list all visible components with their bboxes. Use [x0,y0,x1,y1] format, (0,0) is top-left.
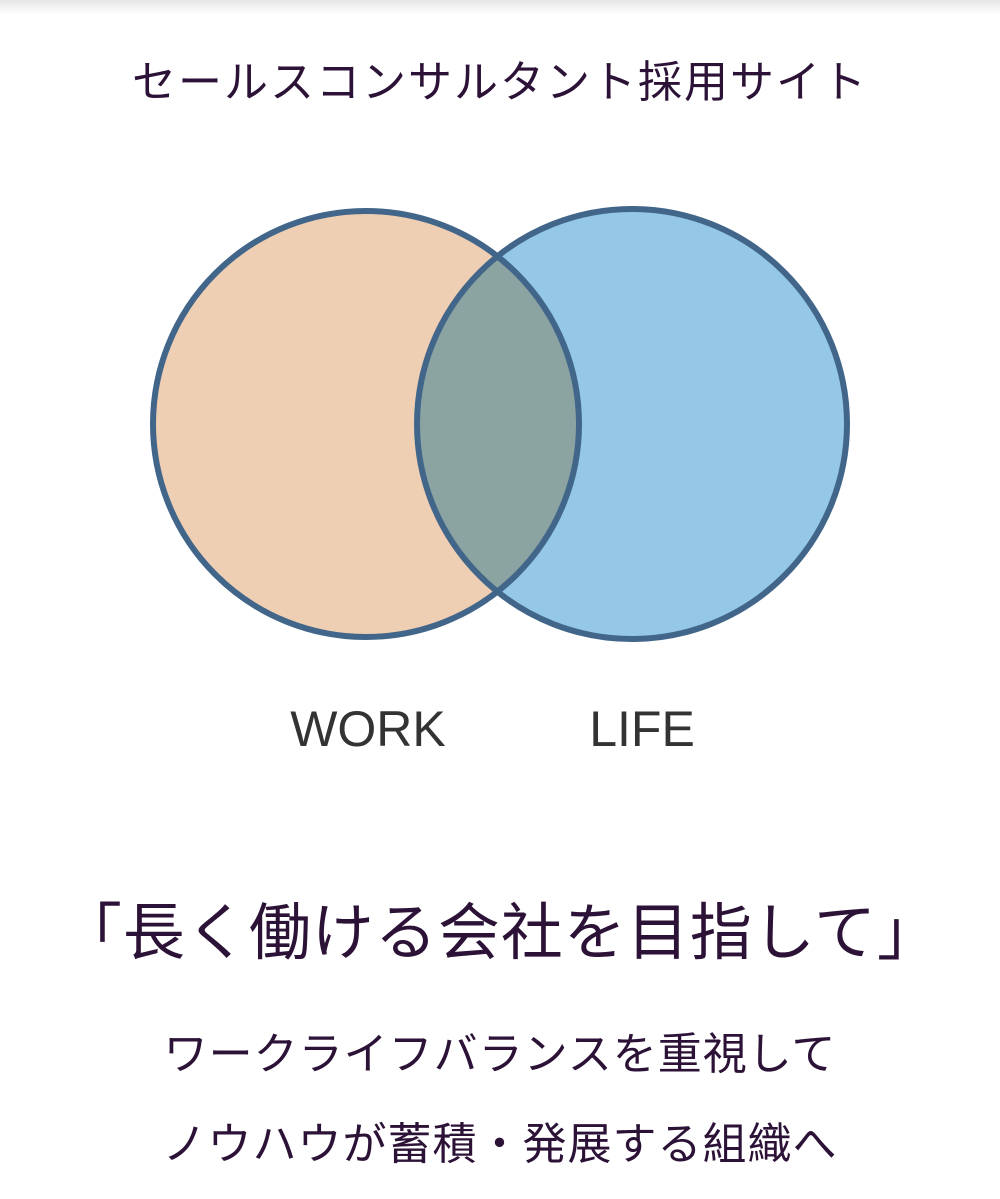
subline-2: ノウハウが蓄積・発展する組織へ [162,1119,838,1170]
life-circle-outline [414,206,850,642]
top-shadow [0,0,1000,14]
subline-1: ワークライフバランスを重視して [163,1029,837,1080]
life-label: LIFE [589,701,695,757]
work-circle-outline [150,208,582,640]
work-label: WORK [290,701,446,757]
site-title: セールスコンサルタント採用サイト [132,57,868,108]
venn-diagram [150,206,850,642]
headline: 「長く働ける会社を目指して」 [59,896,941,969]
overlap-area [417,211,579,637]
